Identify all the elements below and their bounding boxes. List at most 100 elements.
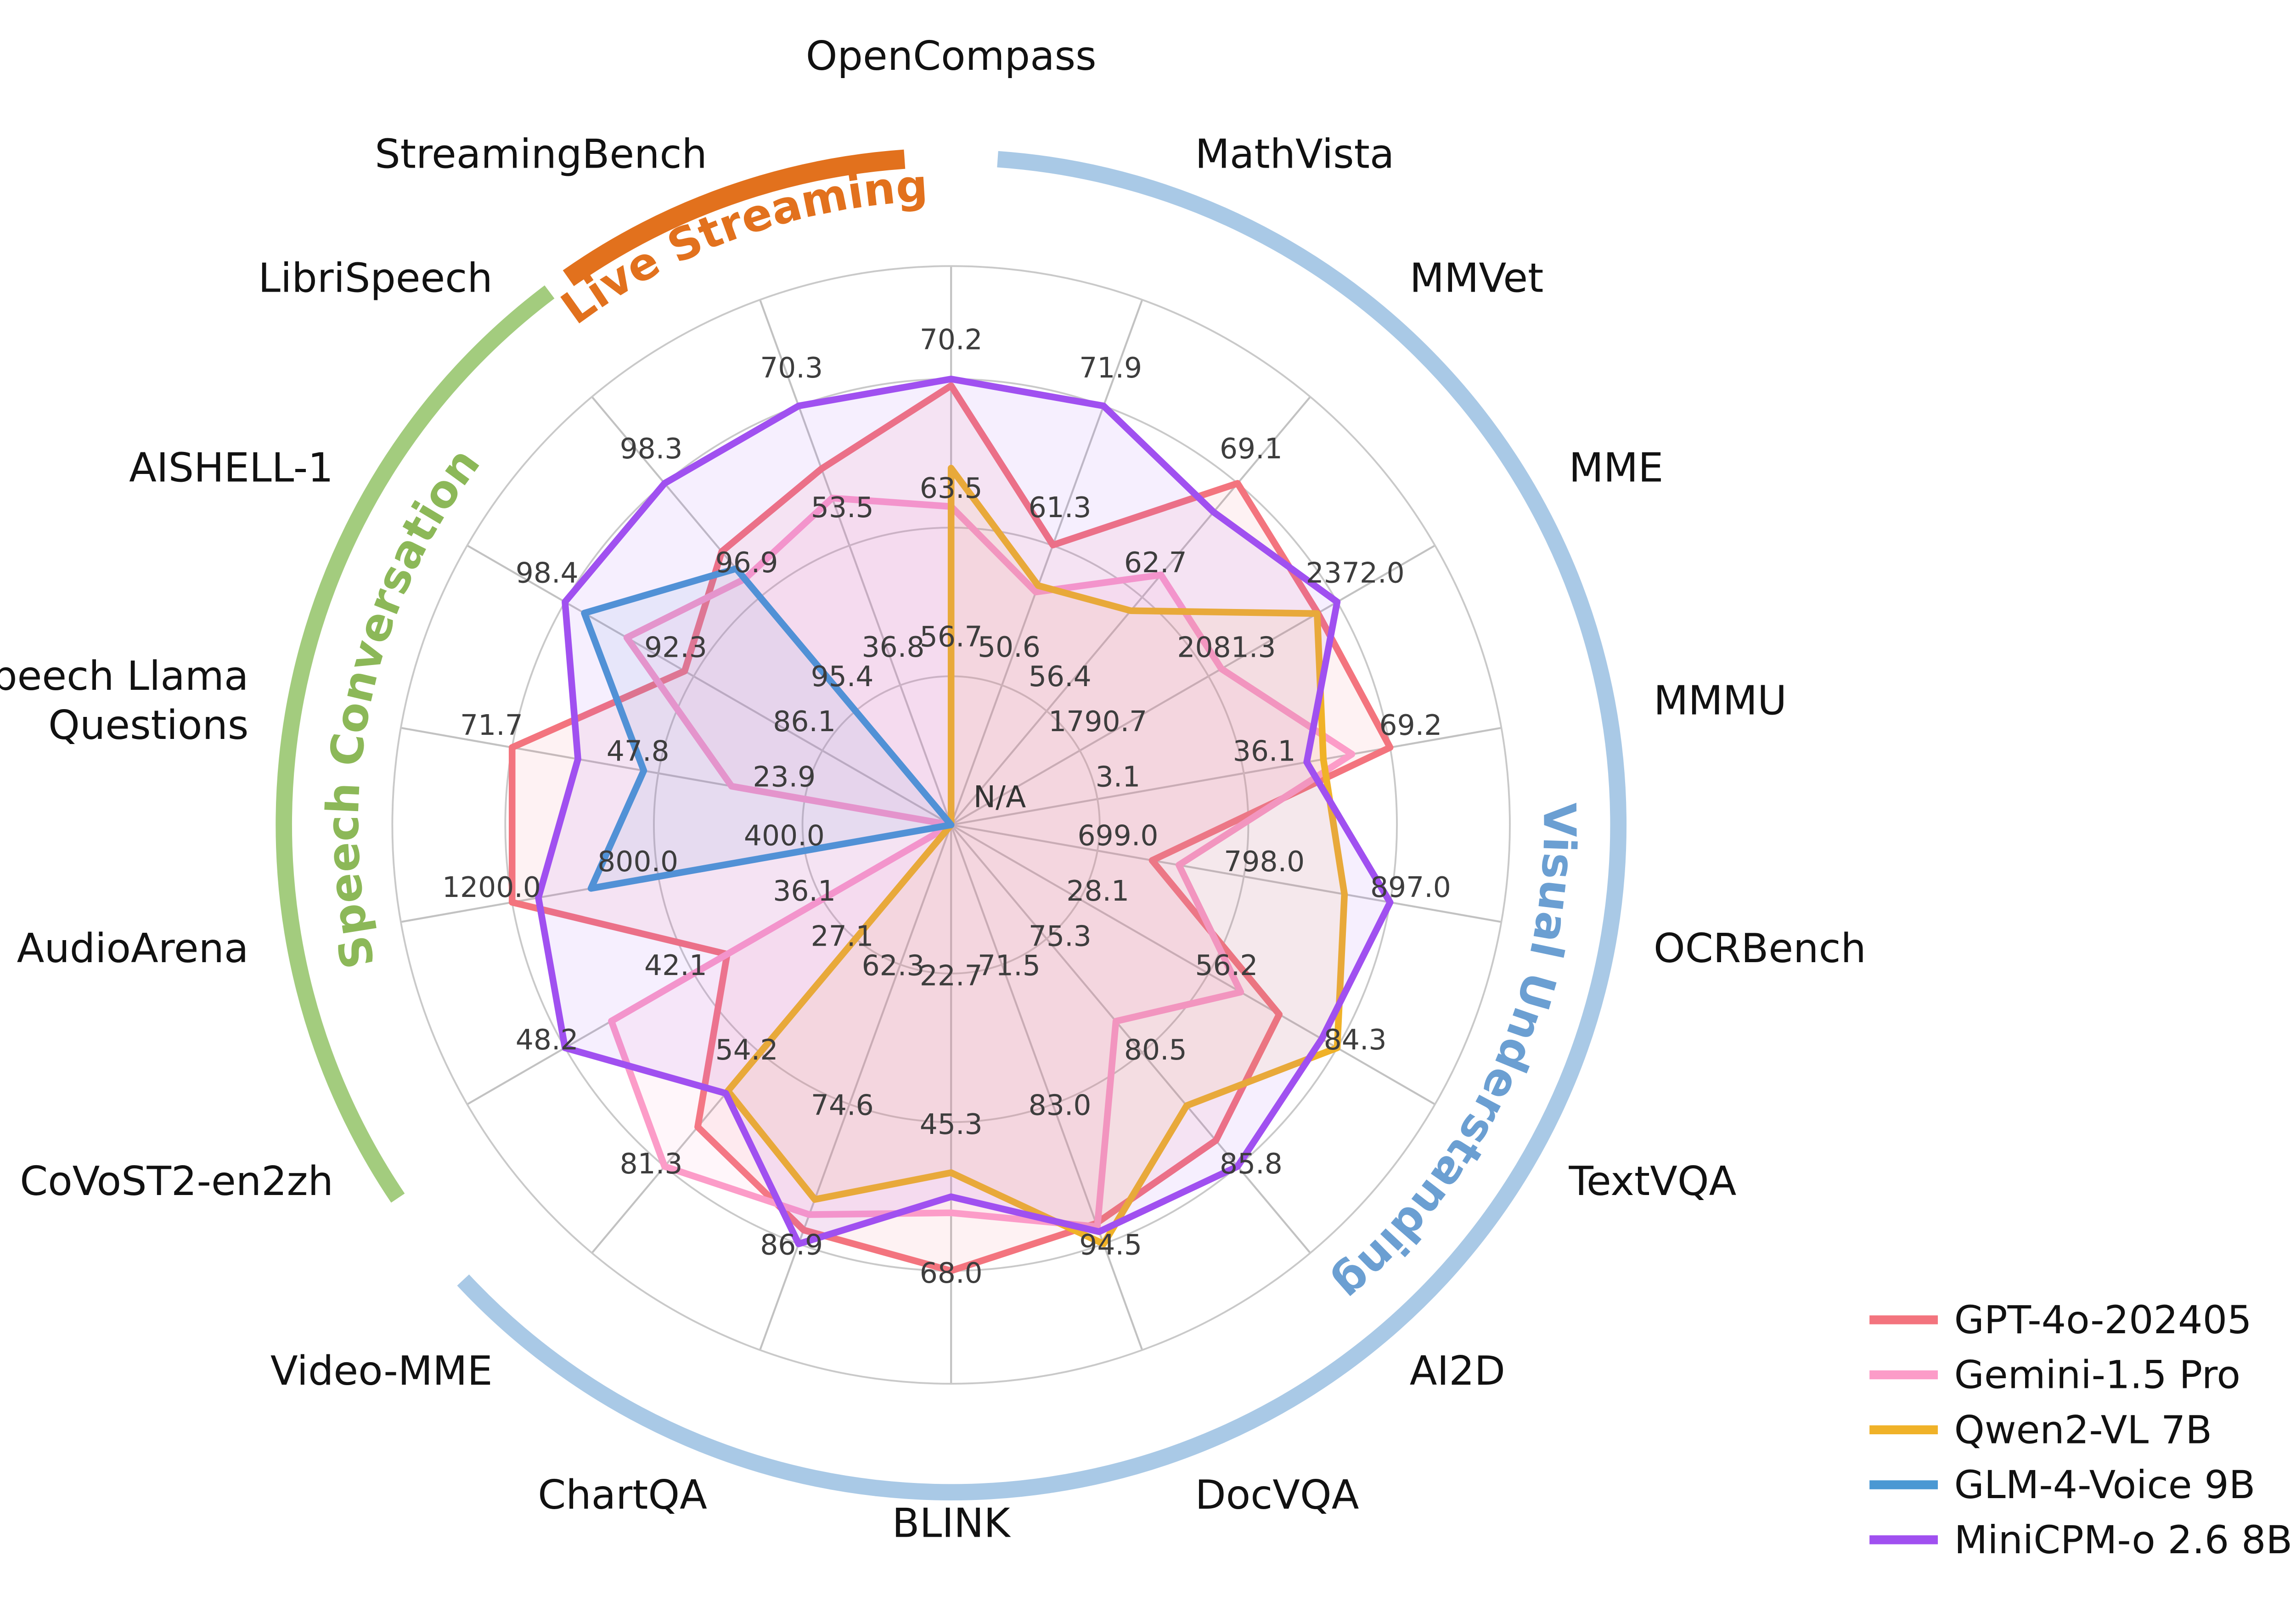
tick-label: 36.8: [862, 631, 925, 664]
axis-label: BLINK: [892, 1500, 1012, 1546]
radar-spoke: [951, 727, 1502, 826]
tick-label: 45.3: [920, 1108, 983, 1141]
axis-label: AI2D: [1410, 1347, 1505, 1394]
tick-label: 92.3: [644, 631, 707, 664]
radar-spoke: [759, 299, 952, 825]
legend-item: GLM-4-Voice 9B: [1869, 1462, 2255, 1507]
axis-label: ChartQA: [538, 1471, 707, 1518]
group-arc: [457, 151, 1627, 1500]
series-fill-MiniCPM-o-2-6-8B: [538, 379, 1390, 1244]
legend-label: Gemini-1.5 Pro: [1954, 1353, 2240, 1398]
tick-label: 2372.0: [1306, 557, 1405, 590]
axis-label-line: AISHELL-1: [129, 445, 333, 491]
axis-label-line: BLINK: [892, 1500, 1012, 1546]
axis-label: MME: [1569, 445, 1663, 491]
axis-label: MMVet: [1410, 254, 1544, 301]
tick-label: 63.5: [920, 472, 983, 505]
tick-label: 27.1: [811, 920, 874, 953]
axis-label: AudioArena: [17, 925, 249, 972]
axis-label: TextVQA: [1568, 1158, 1736, 1205]
legend-item: MiniCPM-o 2.6 8B: [1869, 1517, 2292, 1562]
tick-label: 61.3: [1029, 491, 1092, 524]
legend-item: Gemini-1.5 Pro: [1869, 1353, 2240, 1398]
tick-label: 53.5: [811, 491, 874, 524]
tick-label: 69.2: [1379, 709, 1442, 742]
tick-label: 86.1: [773, 705, 836, 738]
tick-label: 2081.3: [1177, 631, 1276, 664]
tick-label: 84.3: [1324, 1024, 1387, 1056]
axis-label: CoVoST2-en2zh: [20, 1158, 333, 1205]
axis-label-line: OpenCompass: [806, 33, 1097, 79]
tick-label: 36.1: [773, 875, 836, 908]
radar-spoke: [951, 824, 1436, 1105]
tick-label: 62.3: [862, 949, 925, 982]
axis-label: MMMU: [1654, 677, 1787, 724]
tick-label: 800.0: [597, 846, 678, 878]
tick-label: 897.0: [1370, 871, 1451, 904]
tick-label: 23.9: [753, 761, 816, 794]
series-line-Gemini-1-5-Pro: [608, 495, 1356, 1230]
group-arc: [563, 149, 906, 287]
tick-label: 81.3: [620, 1148, 683, 1180]
axis-label: StreamingBench: [375, 131, 707, 178]
series-line-Qwen2-VL-7B: [724, 465, 1348, 1247]
tick-label: 56.4: [1029, 660, 1092, 693]
tick-label: 80.5: [1124, 1034, 1187, 1066]
tick-label: 42.1: [644, 949, 707, 982]
axis-label: DocVQA: [1195, 1471, 1359, 1518]
series-line-GLM-4-Voice-9B: [581, 565, 955, 892]
axis-label-line: Video-MME: [270, 1347, 493, 1394]
tick-label: 94.5: [1079, 1229, 1142, 1262]
axis-label-line: AI2D: [1410, 1347, 1505, 1394]
center-label: N/A: [974, 780, 1026, 814]
axis-label-line: MMVet: [1410, 254, 1544, 301]
axis-label-line: LibriSpeech: [258, 254, 492, 301]
tick-label: 83.0: [1029, 1089, 1092, 1122]
axis-label: LibriSpeech: [258, 254, 492, 301]
group-arc: [276, 285, 555, 1203]
tick-label: 71.7: [460, 709, 523, 742]
tick-label: 28.1: [1066, 875, 1129, 908]
axis-label-line: MME: [1569, 445, 1663, 491]
tick-label: 96.9: [715, 547, 778, 579]
series-line-MiniCPM-o-2-6-8B: [535, 375, 1394, 1247]
tick-label: 48.2: [516, 1024, 579, 1056]
axis-label-line: OCRBench: [1654, 925, 1866, 972]
legend-label: GPT-4o-202405: [1954, 1297, 2252, 1342]
legend-item: Qwen2-VL 7B: [1869, 1407, 2212, 1452]
axis-label-line: CoVoST2-en2zh: [20, 1158, 333, 1205]
tick-label: 74.6: [811, 1089, 874, 1122]
series-fill-GLM-4-Voice-9B: [584, 569, 951, 889]
tick-label: 400.0: [744, 820, 825, 852]
radar-grid-ring: [391, 265, 1511, 1385]
legend-label: Qwen2-VL 7B: [1954, 1407, 2212, 1452]
tick-label: 56.2: [1195, 949, 1258, 982]
axis-label: MathVista: [1195, 131, 1394, 178]
tick-label: 70.3: [760, 352, 823, 384]
tick-label: 69.1: [1220, 433, 1283, 465]
legend-item: GPT-4o-202405: [1869, 1297, 2252, 1342]
tick-label: 699.0: [1078, 820, 1159, 852]
radar-spoke: [467, 544, 952, 826]
tick-label: 798.0: [1224, 846, 1305, 878]
tick-label: 1200.0: [442, 871, 541, 904]
tick-label: 56.7: [920, 621, 983, 654]
series-fill-Qwen2-VL-7B: [728, 468, 1345, 1244]
axis-label-line: DocVQA: [1195, 1471, 1359, 1518]
tick-label: 47.8: [607, 735, 670, 767]
axis-label-line: Questions: [48, 702, 248, 749]
radar-spoke: [950, 299, 1143, 825]
tick-label: 75.3: [1029, 920, 1092, 953]
legend-label: GLM-4-Voice 9B: [1954, 1462, 2256, 1507]
axis-label-line: MathVista: [1195, 131, 1394, 178]
tick-label: 62.7: [1124, 547, 1187, 579]
tick-label: 98.4: [516, 557, 579, 590]
radar-spoke: [951, 544, 1436, 826]
radar-spoke: [759, 824, 952, 1351]
axis-label-line: MMMU: [1654, 677, 1787, 724]
axis-label-line: StreamingBench: [375, 131, 707, 178]
